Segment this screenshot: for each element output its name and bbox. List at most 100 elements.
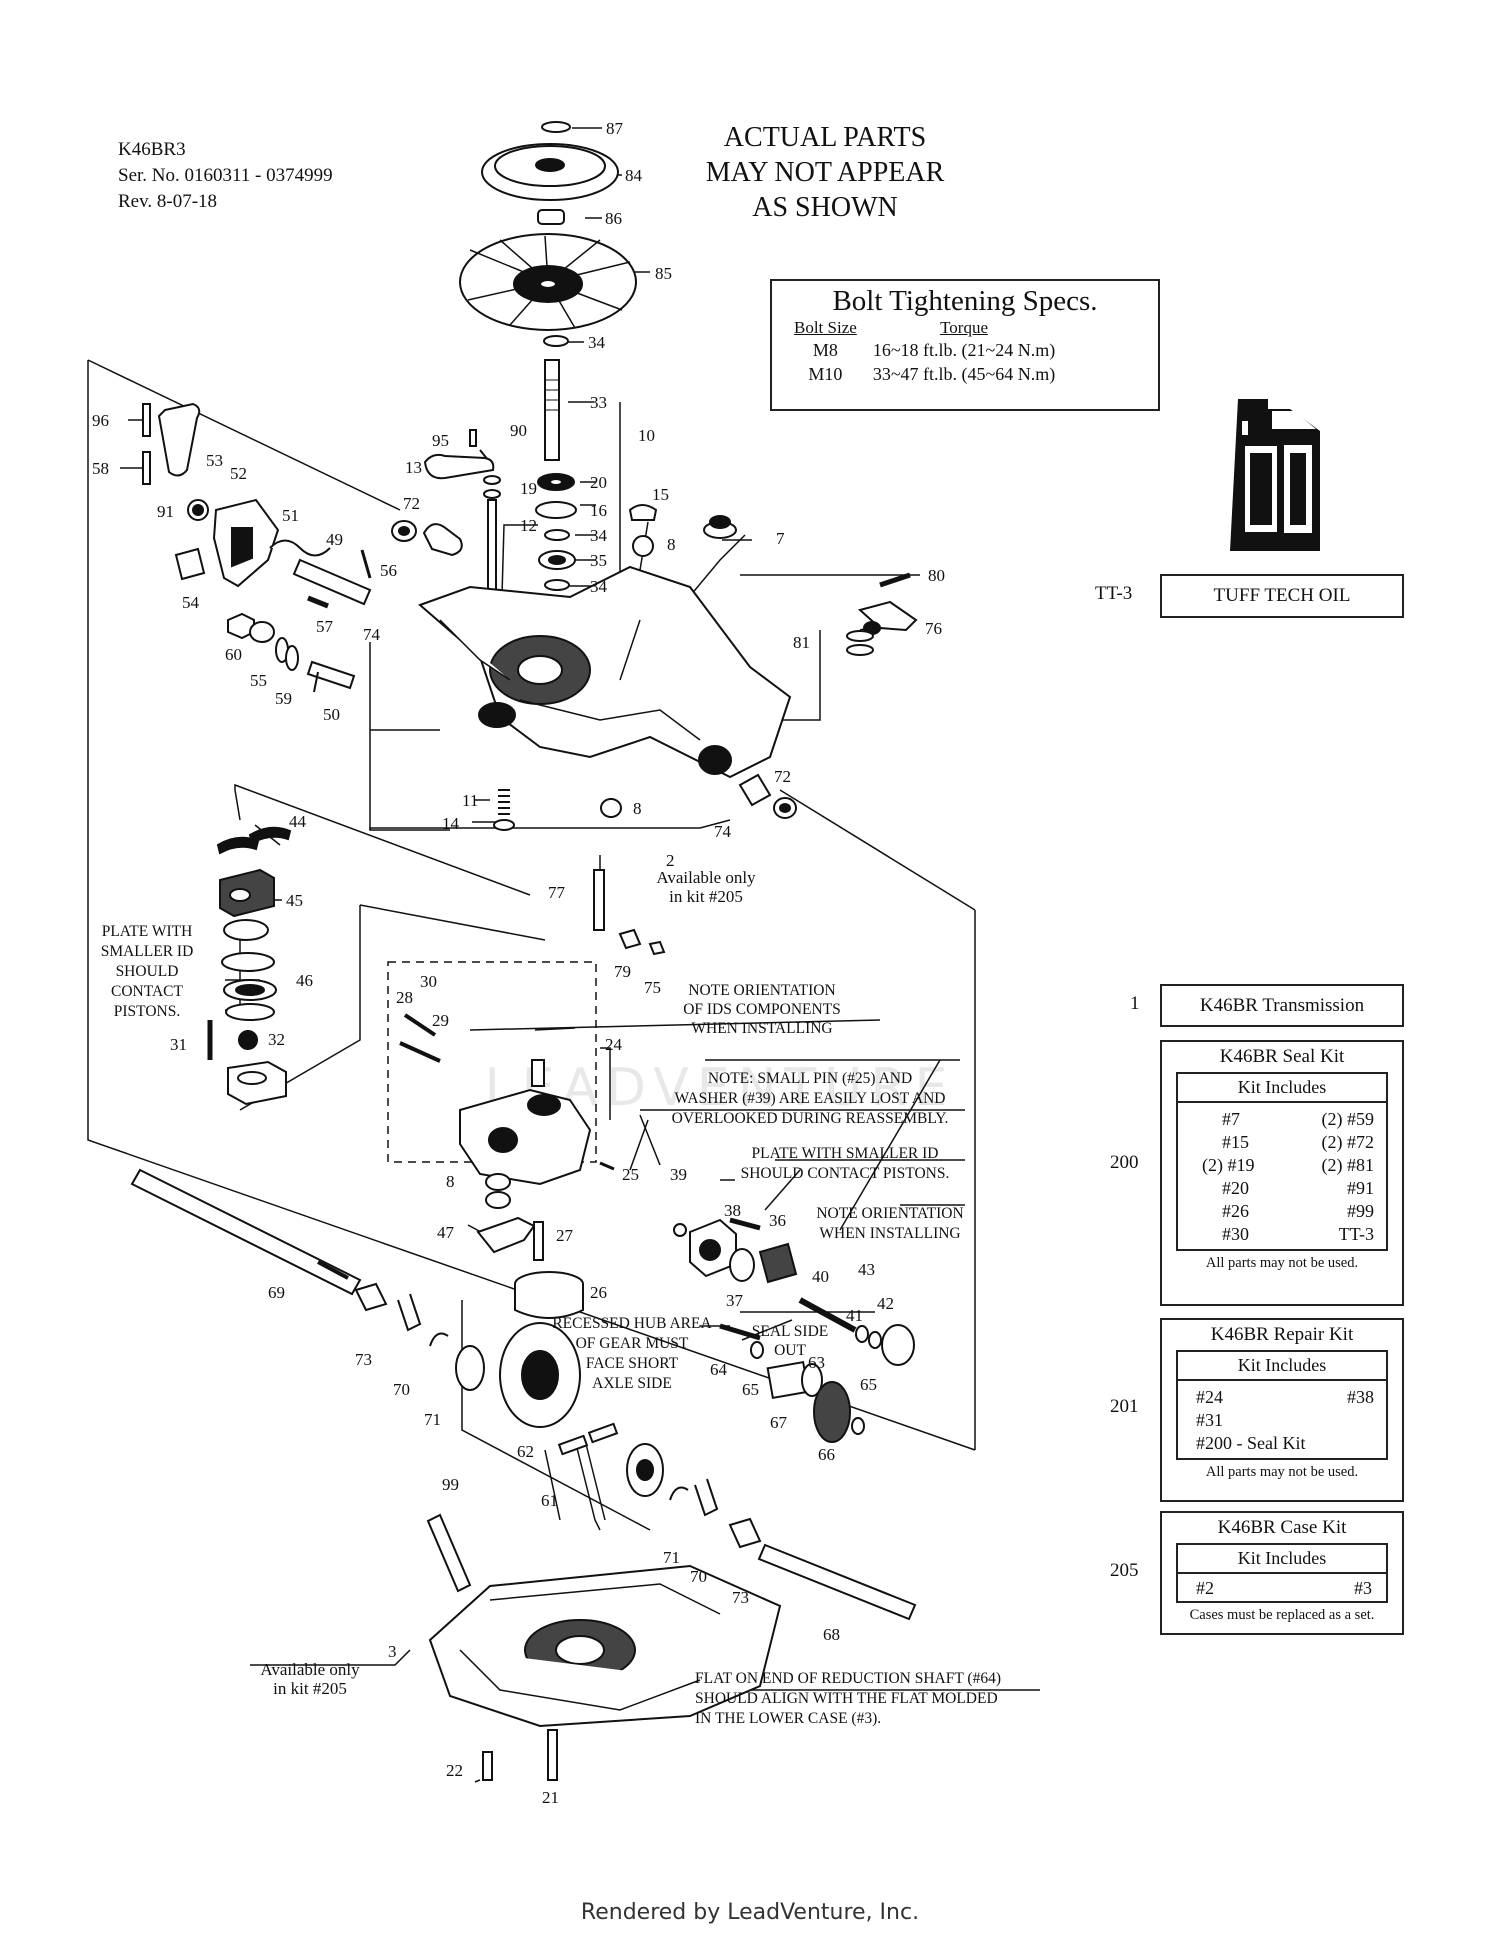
callout-52: 52 [230, 464, 247, 483]
revision-date: Rev. 8-07-18 [118, 191, 218, 212]
case-kit-items: #2 #3 [1178, 1574, 1386, 1601]
callout-44: 44 [289, 812, 307, 831]
note-orientation-ids: OF IDS COMPONENTS [683, 1001, 841, 1018]
disclaimer-line: ACTUAL PARTS [723, 122, 927, 153]
callout-72: 72 [774, 767, 791, 786]
diagram-notes: Available only in kit #205 Available onl… [101, 868, 1001, 1727]
disclaimer-line: MAY NOT APPEAR [705, 157, 945, 188]
list-item: #3 [1354, 1578, 1372, 1598]
bolt-size: M8 [812, 340, 838, 360]
callout-90: 90 [510, 421, 527, 440]
callout-46: 46 [296, 971, 313, 990]
case-kit-box: K46BR Case Kit Kit Includes #2 #3 Cases … [1160, 1511, 1404, 1635]
callout-59: 59 [275, 689, 292, 708]
callout-49: 49 [326, 530, 343, 549]
callout-45: 45 [286, 891, 303, 910]
torque-value: 33~47 ft.lb. (45~64 N.m) [872, 364, 1056, 384]
callout-84: 84 [625, 166, 643, 185]
list-item: #2 [1196, 1578, 1214, 1598]
callout-41: 41 [846, 1306, 863, 1325]
note-available-kit: in kit #205 [273, 1679, 347, 1698]
note-seal-side: OUT [774, 1342, 806, 1359]
callout-68: 68 [823, 1625, 840, 1644]
callout-33: 33 [590, 393, 607, 412]
callout-57: 57 [316, 617, 334, 636]
note-flat-end: SHOULD ALIGN WITH THE FLAT MOLDED [695, 1690, 998, 1707]
callout-40: 40 [812, 1267, 829, 1286]
seal-kit-title: K46BR Seal Kit [1219, 1046, 1345, 1067]
callout-87: 87 [606, 119, 624, 138]
callout-79: 79 [614, 962, 631, 981]
case-kit-footnote: Cases must be replaced as a set. [1189, 1607, 1375, 1623]
tuff-tech-oil-box: TUFF TECH OIL [1160, 574, 1404, 618]
disclaimer: ACTUAL PARTS MAY NOT APPEAR AS SHOWN [660, 120, 990, 225]
callout-42: 42 [877, 1294, 894, 1313]
note-flat-end: IN THE LOWER CASE (#3). [695, 1710, 881, 1727]
callout-54: 54 [182, 593, 200, 612]
list-item: (2) #59 [1321, 1109, 1375, 1129]
list-item: #200 - Seal Kit [1196, 1433, 1306, 1453]
kit-includes-label: Kit Includes [1178, 1074, 1386, 1103]
callout-34: 34 [588, 333, 606, 352]
note-small-pin: WASHER (#39) ARE EASILY LOST AND [675, 1090, 946, 1107]
note-small-pin: OVERLOOKED DURING REASSEMBLY. [672, 1110, 949, 1127]
callout-25: 25 [622, 1165, 639, 1184]
seal-kit-includes: Kit Includes #7 (2) #59 #15 (2) #72 (2) … [1176, 1072, 1388, 1251]
callout-65: 65 [742, 1380, 759, 1399]
callout-8: 8 [667, 535, 676, 554]
table-row: M8 16~18 ft.lb. (21~24 N.m) [786, 338, 1063, 362]
callout-72: 72 [403, 494, 420, 513]
callout-73: 73 [355, 1350, 372, 1369]
transmission-ref: 1 [1130, 993, 1140, 1014]
callout-21: 21 [542, 1788, 559, 1807]
rendered-by-footer: Rendered by LeadVenture, Inc. [580, 1900, 920, 1925]
bolt-specs-table: Bolt Size Torque M8 16~18 ft.lb. (21~24 … [786, 318, 1063, 386]
callout-60: 60 [225, 645, 242, 664]
list-item: #91 [1347, 1178, 1374, 1198]
callout-labels: 87 84 86 85 34 33 10 90 95 13 19 20 16 1… [92, 119, 945, 1807]
seal-kit-box: K46BR Seal Kit Kit Includes #7 (2) #59 #… [1160, 1040, 1404, 1306]
list-item: (2) #72 [1321, 1132, 1375, 1152]
callout-8: 8 [446, 1172, 455, 1191]
note-small-pin: NOTE: SMALL PIN (#25) AND [708, 1070, 912, 1087]
serial-number: Ser. No. 0160311 - 0374999 [118, 165, 333, 186]
bolt-specs-title: Bolt Tightening Specs. [832, 285, 1098, 317]
callout-74: 74 [363, 625, 381, 644]
note-available-kit: in kit #205 [669, 887, 743, 906]
callout-71: 71 [424, 1410, 441, 1429]
callout-37: 37 [726, 1291, 744, 1310]
note-orientation-ids: WHEN INSTALLING [691, 1020, 832, 1037]
callout-38: 38 [724, 1201, 741, 1220]
case-kit-includes: Kit Includes #2 #3 [1176, 1543, 1388, 1603]
callout-8: 8 [633, 799, 642, 818]
kit-includes-label: Kit Includes [1178, 1352, 1386, 1381]
repair-kit-ref: 201 [1110, 1396, 1139, 1417]
list-item: #7 [1222, 1109, 1240, 1129]
callout-32: 32 [268, 1030, 285, 1049]
list-item: #20 [1222, 1178, 1249, 1198]
bolt-specs-box: Bolt Tightening Specs. Bolt Size Torque … [770, 279, 1160, 411]
list-item: #30 [1222, 1224, 1249, 1244]
callout-13: 13 [405, 458, 422, 477]
note-orientation-ids: NOTE ORIENTATION [688, 982, 835, 999]
note-flat-end: FLAT ON END OF REDUCTION SHAFT (#64) [695, 1670, 1001, 1687]
callout-27: 27 [556, 1226, 574, 1245]
note-seal-side: SEAL SIDE [752, 1323, 829, 1340]
callout-7: 7 [776, 529, 785, 548]
callout-31: 31 [170, 1035, 187, 1054]
callout-51: 51 [282, 506, 299, 525]
callout-47: 47 [437, 1223, 455, 1242]
callout-56: 56 [380, 561, 397, 580]
torque-value: 16~18 ft.lb. (21~24 N.m) [872, 340, 1056, 360]
list-item: (2) #19 [1202, 1155, 1255, 1175]
callout-12: 12 [520, 516, 537, 535]
callout-91: 91 [157, 502, 174, 521]
note-plate-smaller-id: CONTACT [111, 983, 183, 1000]
list-item: #24 [1196, 1387, 1223, 1407]
note-plate-smaller-id: PLATE WITH [102, 923, 193, 940]
table-row: M10 33~47 ft.lb. (45~64 N.m) [786, 362, 1063, 386]
callout-34: 34 [590, 526, 608, 545]
callout-16: 16 [590, 501, 607, 520]
case-kit-title: K46BR Case Kit [1217, 1517, 1347, 1538]
callout-96: 96 [92, 411, 109, 430]
